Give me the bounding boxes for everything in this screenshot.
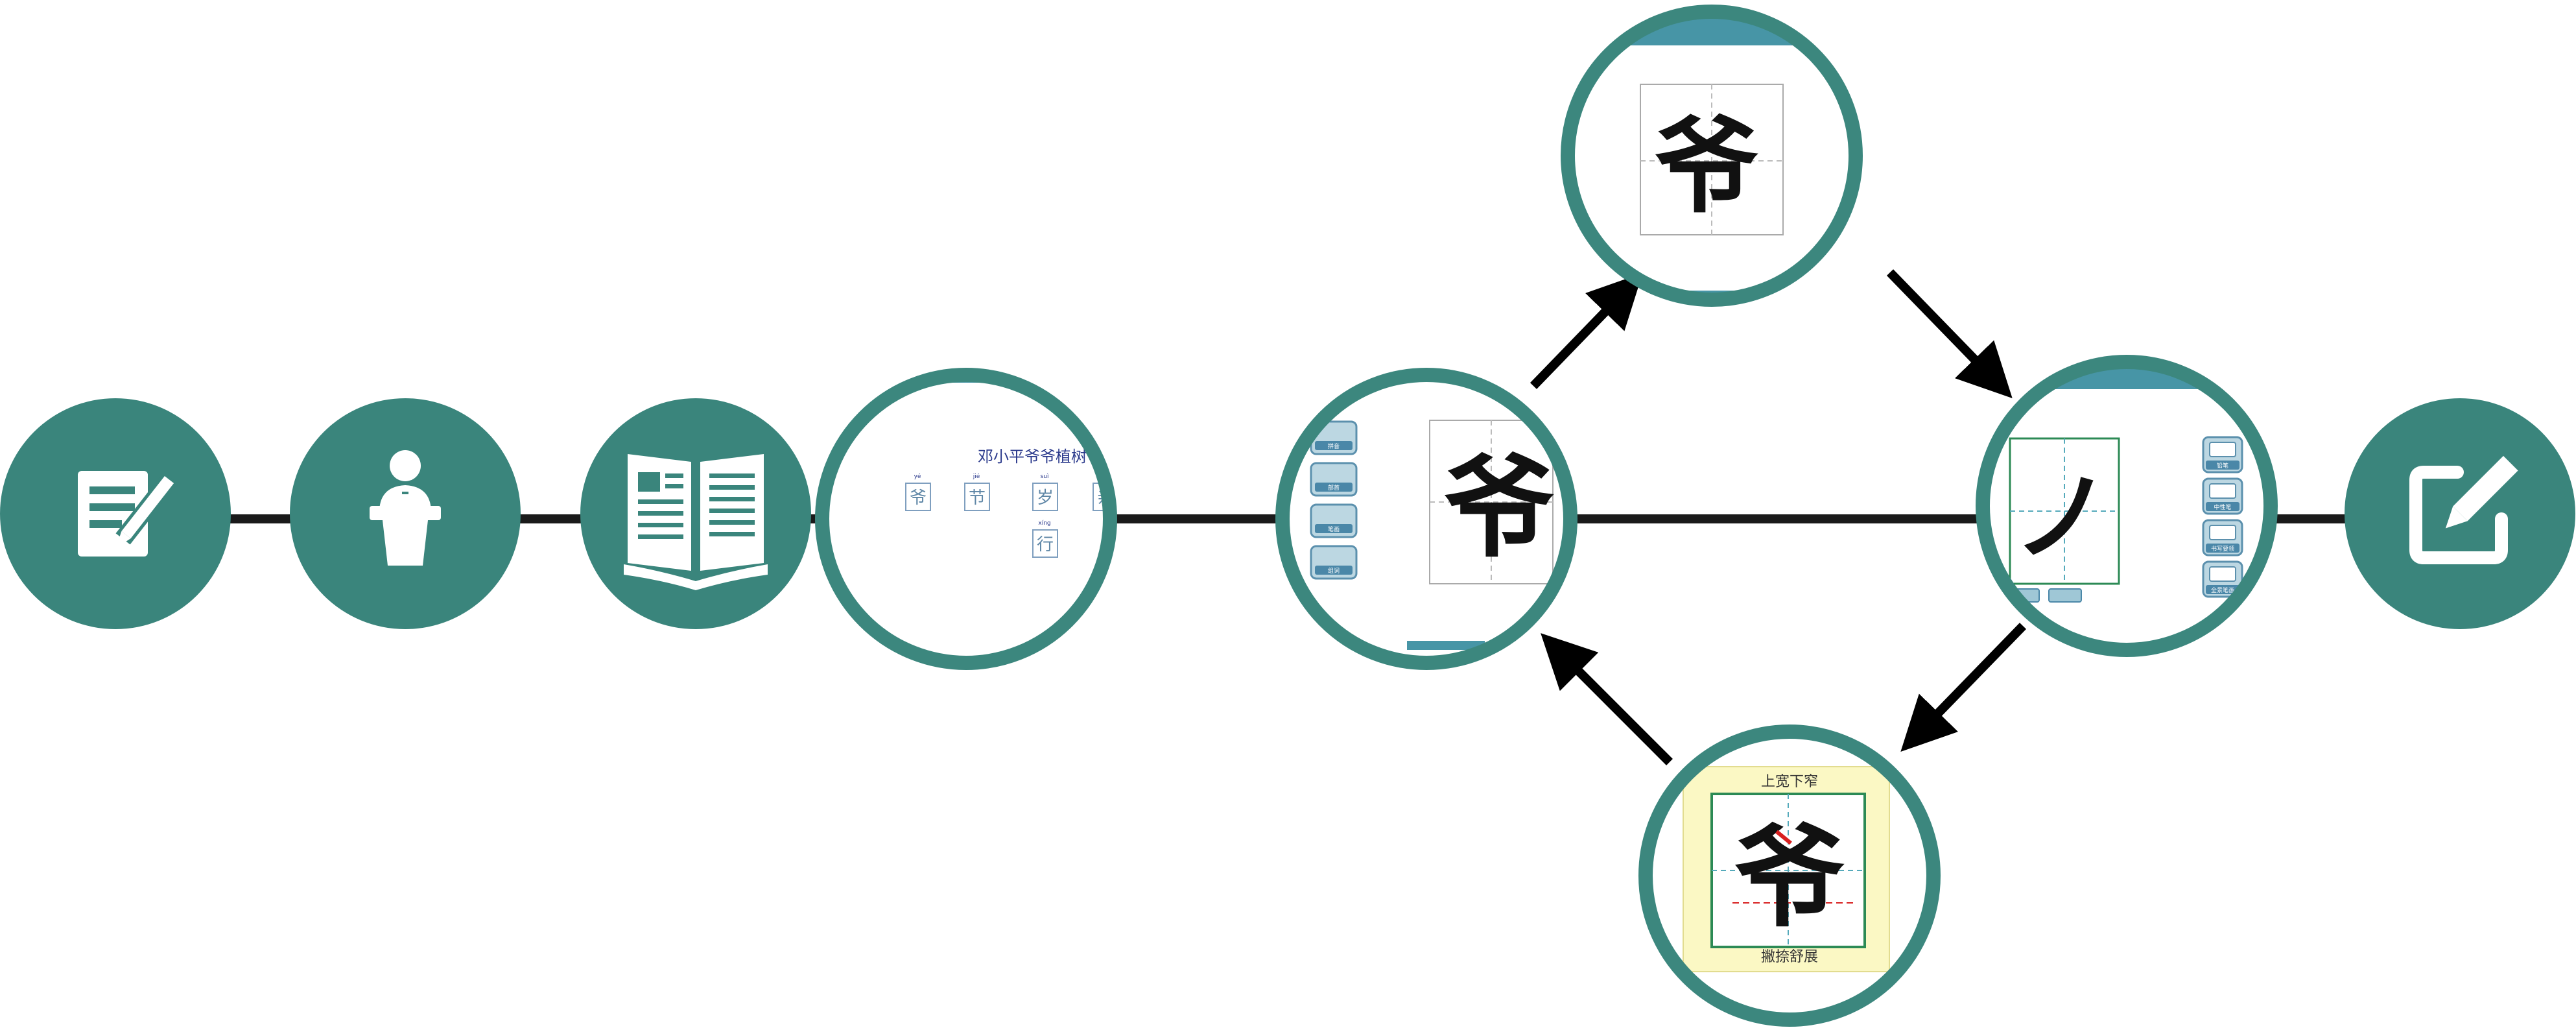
side-button-strip	[1858, 189, 1892, 198]
side-button-glyph	[2209, 483, 2236, 499]
side-button-strip	[1858, 109, 1892, 118]
side-button[interactable]: 全景笔画	[2202, 560, 2243, 598]
side-button-glyph	[2209, 566, 2236, 582]
word-char: 岁	[1037, 488, 1054, 508]
word-pinyin: de	[1163, 473, 1171, 480]
word-pinyin: yé	[914, 473, 921, 480]
side-button-frame	[1854, 205, 1856, 243]
side-button-glyph	[1862, 131, 1888, 145]
left-button-label: 拼音	[1328, 442, 1340, 450]
word-pinyin: jié	[973, 473, 980, 480]
word-char: 的	[1159, 488, 1176, 508]
structure-top-label: 上宽下窄	[1761, 774, 1818, 790]
side-button-label: 铅笔	[2217, 462, 2228, 470]
word-char: 爷	[910, 488, 927, 508]
side-button-glyph	[1862, 91, 1888, 105]
side-button-strip	[2206, 461, 2239, 470]
left-button-label: 部首	[1328, 484, 1340, 492]
stroke-char: ノ	[2013, 461, 2110, 575]
left-button-label: 组词	[1328, 567, 1340, 575]
character-bottom: 爷	[1734, 813, 1845, 942]
character-main: 爷	[1444, 443, 1554, 573]
side-button-glyph	[2209, 442, 2236, 457]
word-char: 行	[1037, 535, 1054, 555]
side-button[interactable]: 中性笔	[2202, 477, 2243, 515]
side-button-strip	[2206, 502, 2239, 511]
lecture-podium-icon	[290, 398, 521, 629]
arrow-to-left	[1541, 633, 1673, 765]
word-pinyin: xíng	[1038, 520, 1050, 527]
side-button-glyph	[2209, 525, 2236, 540]
structure-hint-circle: 上宽下窄 爷 撇捺舒展	[1638, 725, 1941, 1027]
word-tile-box	[1032, 529, 1058, 558]
side-button[interactable]: 铅笔	[1854, 84, 1895, 122]
edit-square-icon	[2345, 398, 2575, 629]
side-button-strip	[2206, 585, 2239, 594]
character-top: 爷	[1655, 105, 1758, 227]
open-book-icon	[580, 398, 811, 629]
side-button-label: 中性笔	[2214, 503, 2231, 511]
word-tile[interactable]: de 的	[1155, 473, 1180, 510]
side-button-frame	[1854, 84, 1856, 122]
side-button[interactable]: 铅笔	[2202, 436, 2243, 473]
side-button[interactable]: 书写要领	[2202, 519, 2243, 557]
left-button[interactable]: 组词	[1310, 545, 1358, 580]
side-button[interactable]: 全景笔画	[1854, 205, 1895, 243]
word-tile-box	[905, 483, 931, 511]
left-button-strip	[1315, 441, 1353, 450]
word-tile-box	[1155, 483, 1180, 510]
side-button-strip	[1858, 230, 1892, 239]
word-tile[interactable]: yé 爷	[905, 473, 931, 511]
left-button-strip	[1315, 524, 1353, 533]
side-button-label: 中性笔	[1866, 150, 1884, 158]
left-button-strip	[1315, 566, 1353, 575]
side-button-strip	[2206, 544, 2239, 553]
notebook-pen-icon	[0, 398, 231, 629]
structure-bottom-label: 撇捺舒展	[1761, 949, 1818, 965]
left-button[interactable]: 笔画	[1310, 503, 1358, 538]
side-button-label: 书写要领	[1863, 191, 1887, 198]
left-button[interactable]: 部首	[1310, 462, 1358, 497]
lesson-title: 邓小平爷爷植树	[978, 448, 1087, 466]
side-button-glyph	[1862, 171, 1888, 186]
side-button-label: 书写要领	[2211, 545, 2234, 553]
side-button-glyph	[1862, 211, 1888, 226]
arrow-to-bottom	[1900, 623, 2027, 752]
word-tile[interactable]: suì 岁	[1032, 473, 1058, 511]
word-tile[interactable]: xíng 行	[1032, 520, 1058, 558]
side-button-label: 铅笔	[1869, 110, 1881, 118]
word-tile-box	[1032, 483, 1058, 511]
word-char: 节	[969, 488, 986, 508]
side-button-label: 全景笔画	[1863, 231, 1887, 239]
side-button-strip	[1858, 149, 1892, 158]
word-tile[interactable]: jié 节	[964, 473, 990, 511]
left-button-label: 笔画	[1328, 525, 1340, 533]
arrow-to-top	[1530, 272, 1643, 389]
word-pinyin: suì	[1041, 473, 1049, 480]
arrow-to-right	[1886, 269, 2013, 399]
left-button-strip	[1315, 483, 1353, 492]
side-button-label: 全景笔画	[2211, 586, 2234, 594]
word-tile-box	[964, 483, 990, 511]
